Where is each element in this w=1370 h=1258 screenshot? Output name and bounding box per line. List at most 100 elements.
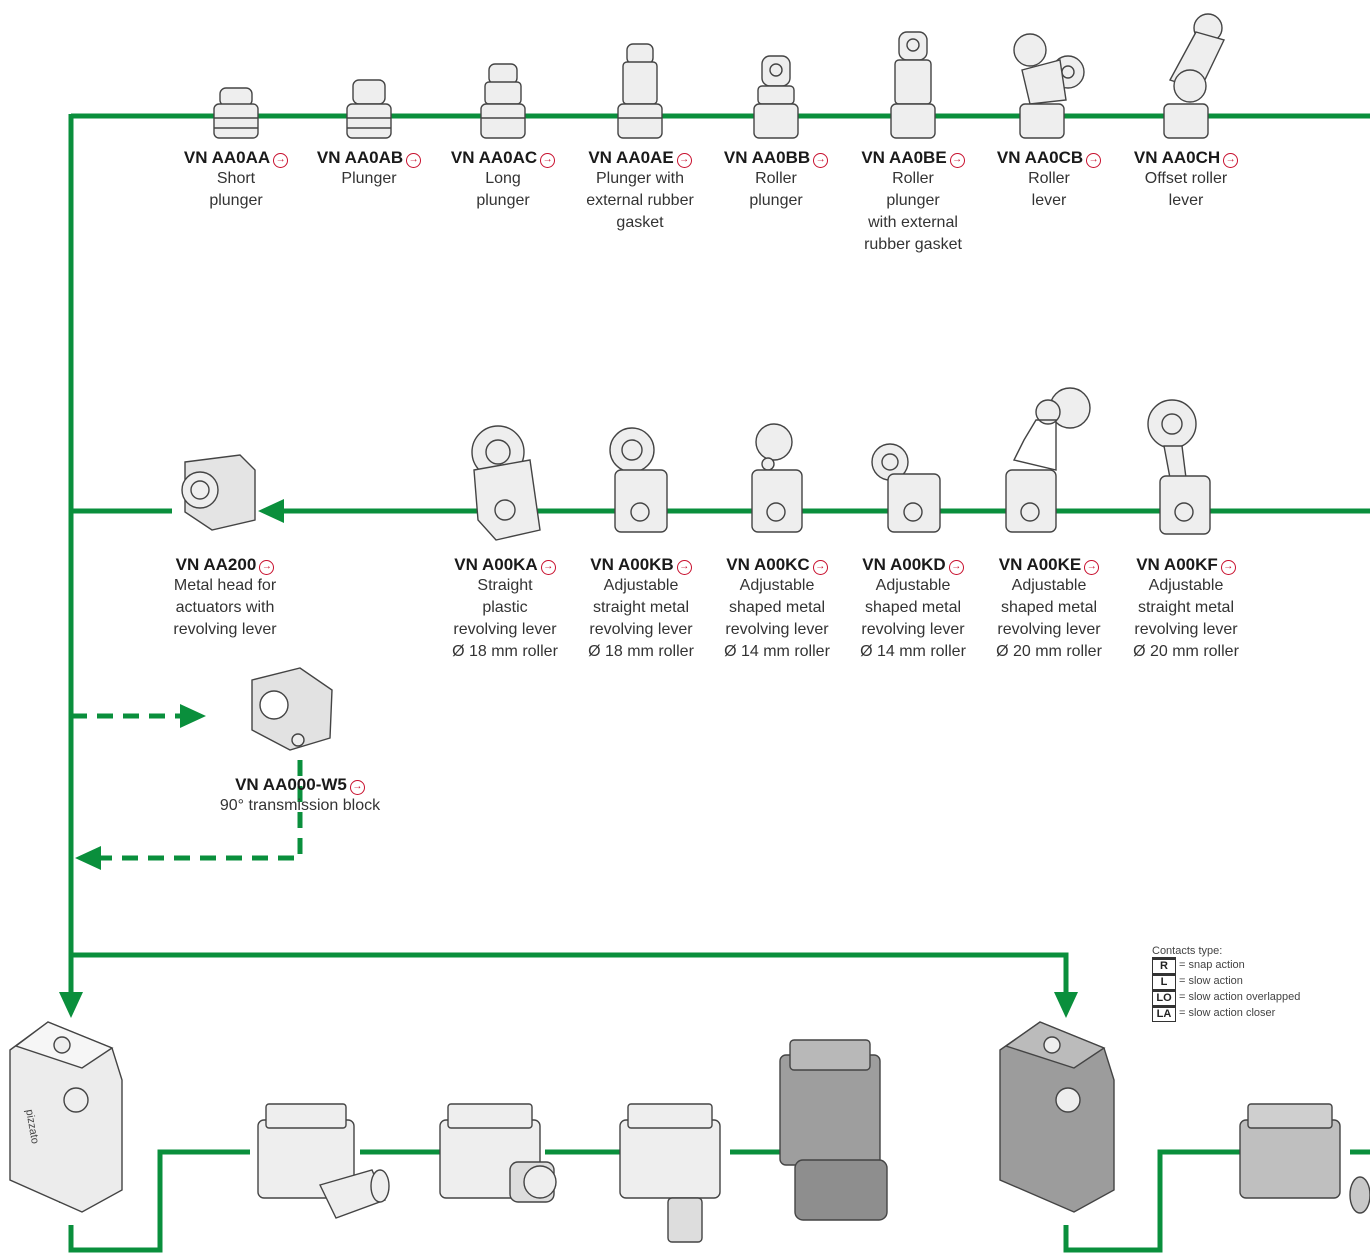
red-arrow-icon[interactable]: → [259, 560, 275, 575]
metal-head-image [181, 454, 256, 531]
actuator-plunger-gasket-image [617, 43, 663, 139]
product-code[interactable]: VN AA200→ [150, 555, 300, 575]
switch-body-right-image [999, 1021, 1115, 1213]
contacts-legend: Contacts type: R= snap action L= slow ac… [1152, 945, 1301, 1022]
arrowhead-left-switch-top [59, 992, 83, 1018]
product-code[interactable]: VN AA0AE→ [570, 148, 710, 168]
lever-ke-image [1005, 387, 1091, 533]
arrowhead-right-switch-top [1054, 992, 1078, 1018]
actuator-long-plunger-image [480, 63, 526, 139]
legend-row: R= snap action [1152, 956, 1300, 974]
red-arrow-icon[interactable]: → [676, 153, 692, 168]
transmission-block-item[interactable]: VN AA000-W5→ 90° transmission block [190, 775, 410, 817]
product-code[interactable]: VN A00KA→ [437, 555, 573, 575]
red-arrow-icon[interactable]: → [812, 560, 828, 575]
connector-m12-image [439, 1103, 557, 1203]
product-code[interactable]: VN A00KF→ [1118, 555, 1254, 575]
red-arrow-icon[interactable]: → [1086, 153, 1102, 168]
actuator-roller-plunger-gasket-image [890, 31, 936, 139]
arrowhead-mid [258, 499, 284, 523]
red-arrow-icon[interactable]: → [676, 560, 692, 575]
product-code[interactable]: VN A00KE→ [981, 555, 1117, 575]
legend-text: = slow action [1179, 975, 1243, 987]
red-arrow-icon[interactable]: → [406, 153, 422, 168]
product-code[interactable]: VN AA0AA→ [166, 148, 306, 168]
product-description: Plunger [341, 170, 397, 187]
legend-key: L [1152, 972, 1176, 990]
product-code[interactable]: VN A00KD→ [845, 555, 981, 575]
legend-row: LO= slow action overlapped [1152, 988, 1301, 1006]
red-arrow-icon[interactable]: → [349, 780, 365, 795]
lever-kf-image [1147, 399, 1211, 535]
lever-kb-image [609, 427, 668, 533]
product-code[interactable]: VN AA0BB→ [706, 148, 846, 168]
dashed-line-lower [95, 760, 303, 861]
transmission-block-image [251, 667, 333, 751]
red-arrow-icon[interactable]: → [1084, 560, 1100, 575]
product-code[interactable]: VN AA0BE→ [843, 148, 983, 168]
top-item-1[interactable]: VN AA0AB→ Plunger [299, 148, 439, 190]
connector-wire-left [68, 1149, 250, 1253]
connector-bottom-m12-image [619, 1103, 721, 1243]
legend-row: L= slow action [1152, 972, 1300, 990]
actuator-plunger-image [346, 79, 392, 139]
legend-text: = slow action overlapped [1179, 991, 1301, 1003]
red-arrow-icon[interactable]: → [273, 153, 289, 168]
legend-title: Contacts type: [1152, 945, 1223, 957]
red-arrow-icon[interactable]: → [813, 153, 829, 168]
lever-kc-image [751, 423, 803, 533]
legend-text: = slow action closer [1179, 1007, 1276, 1019]
actuator-roller-plunger-image [753, 55, 799, 139]
product-code[interactable]: VN A00KC→ [709, 555, 845, 575]
product-code[interactable]: VN AA000-W5→ [190, 775, 410, 795]
connector-wire-right [1063, 1149, 1240, 1253]
legend-key: LO [1152, 988, 1176, 1006]
actuator-offset-roller-lever-image [1163, 13, 1225, 139]
actuator-roller-lever-image [1013, 33, 1085, 139]
actuator-short-plunger-image [213, 87, 259, 139]
connector-large-dark-image [779, 1039, 888, 1221]
legend-text: = snap action [1179, 959, 1245, 971]
red-arrow-icon[interactable]: → [1220, 560, 1236, 575]
product-code[interactable]: VN A00KB→ [573, 555, 709, 575]
product-code[interactable]: VN AA0CB→ [979, 148, 1119, 168]
switch-body-left-image: pizzato [9, 1021, 123, 1213]
red-arrow-icon[interactable]: → [949, 153, 965, 168]
red-arrow-icon[interactable]: → [1223, 153, 1239, 168]
red-arrow-icon[interactable]: → [540, 560, 556, 575]
red-arrow-icon[interactable]: → [540, 153, 556, 168]
product-code[interactable]: VN AA0CH→ [1116, 148, 1256, 168]
bottom-bus-line [71, 952, 1069, 1000]
product-code[interactable]: VN AA0AB→ [299, 148, 439, 168]
red-arrow-icon[interactable]: → [948, 560, 964, 575]
connector-cable-gland-image [257, 1103, 390, 1219]
product-code[interactable]: VN AA0AC→ [433, 148, 573, 168]
